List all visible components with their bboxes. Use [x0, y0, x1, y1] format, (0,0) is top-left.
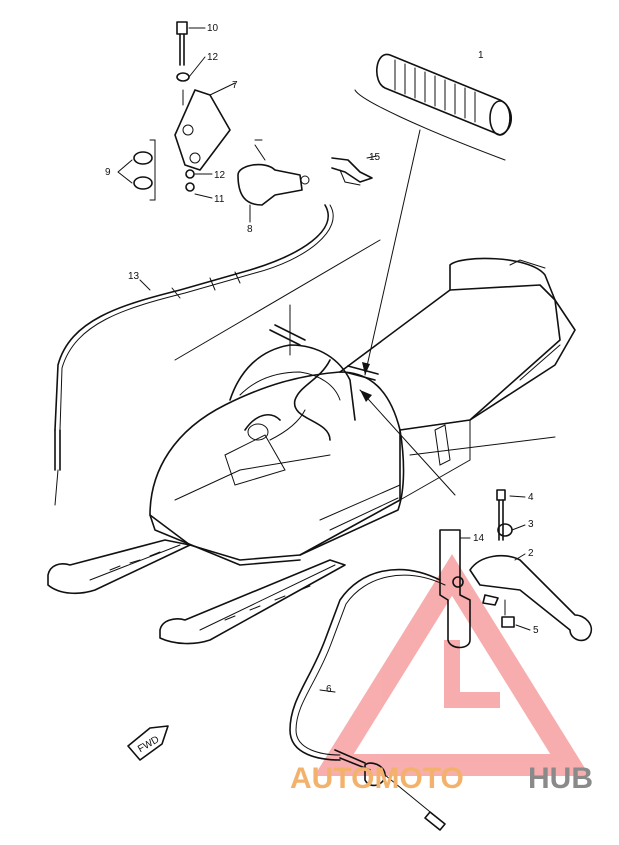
- callout-numbers: 10 12 7 9 12 11 8 15 1 13 4 3 2 14 5 6: [105, 23, 539, 695]
- watermark-logo: [314, 554, 590, 776]
- cable-13: [54, 204, 334, 506]
- brake-lever-assembly: [289, 389, 593, 831]
- callout-10: 10: [207, 23, 219, 34]
- watermark-word-a: AUTOMOTO: [290, 762, 464, 795]
- watermark-word-b: HUB: [528, 762, 593, 795]
- callout-6: 6: [326, 684, 332, 695]
- left-ski: [47, 539, 191, 595]
- callout-15: 15: [369, 152, 381, 163]
- bracket-assembly: [117, 21, 310, 223]
- watermark-text: AUTOMOTO HUB: [290, 762, 593, 795]
- callout-14: 14: [473, 533, 485, 544]
- part-15-clip: [331, 155, 378, 186]
- callout-2: 2: [528, 548, 534, 559]
- callout-1: 1: [478, 50, 484, 61]
- callout-5: 5: [533, 625, 539, 636]
- callout-12b: 12: [214, 170, 226, 181]
- snowmobile-body: [149, 257, 576, 566]
- callout-12a: 12: [207, 52, 219, 63]
- callout-4: 4: [528, 492, 534, 503]
- part-1-grip: [354, 53, 513, 376]
- throttle-cable: [174, 239, 381, 441]
- callout-11: 11: [214, 194, 225, 205]
- fwd-arrow: FWD: [127, 725, 169, 761]
- callout-3: 3: [528, 519, 534, 530]
- callout-8: 8: [247, 224, 253, 235]
- callout-13: 13: [128, 271, 140, 282]
- callout-9: 9: [105, 167, 111, 178]
- callout-7: 7: [232, 80, 238, 91]
- right-ski: [159, 559, 346, 645]
